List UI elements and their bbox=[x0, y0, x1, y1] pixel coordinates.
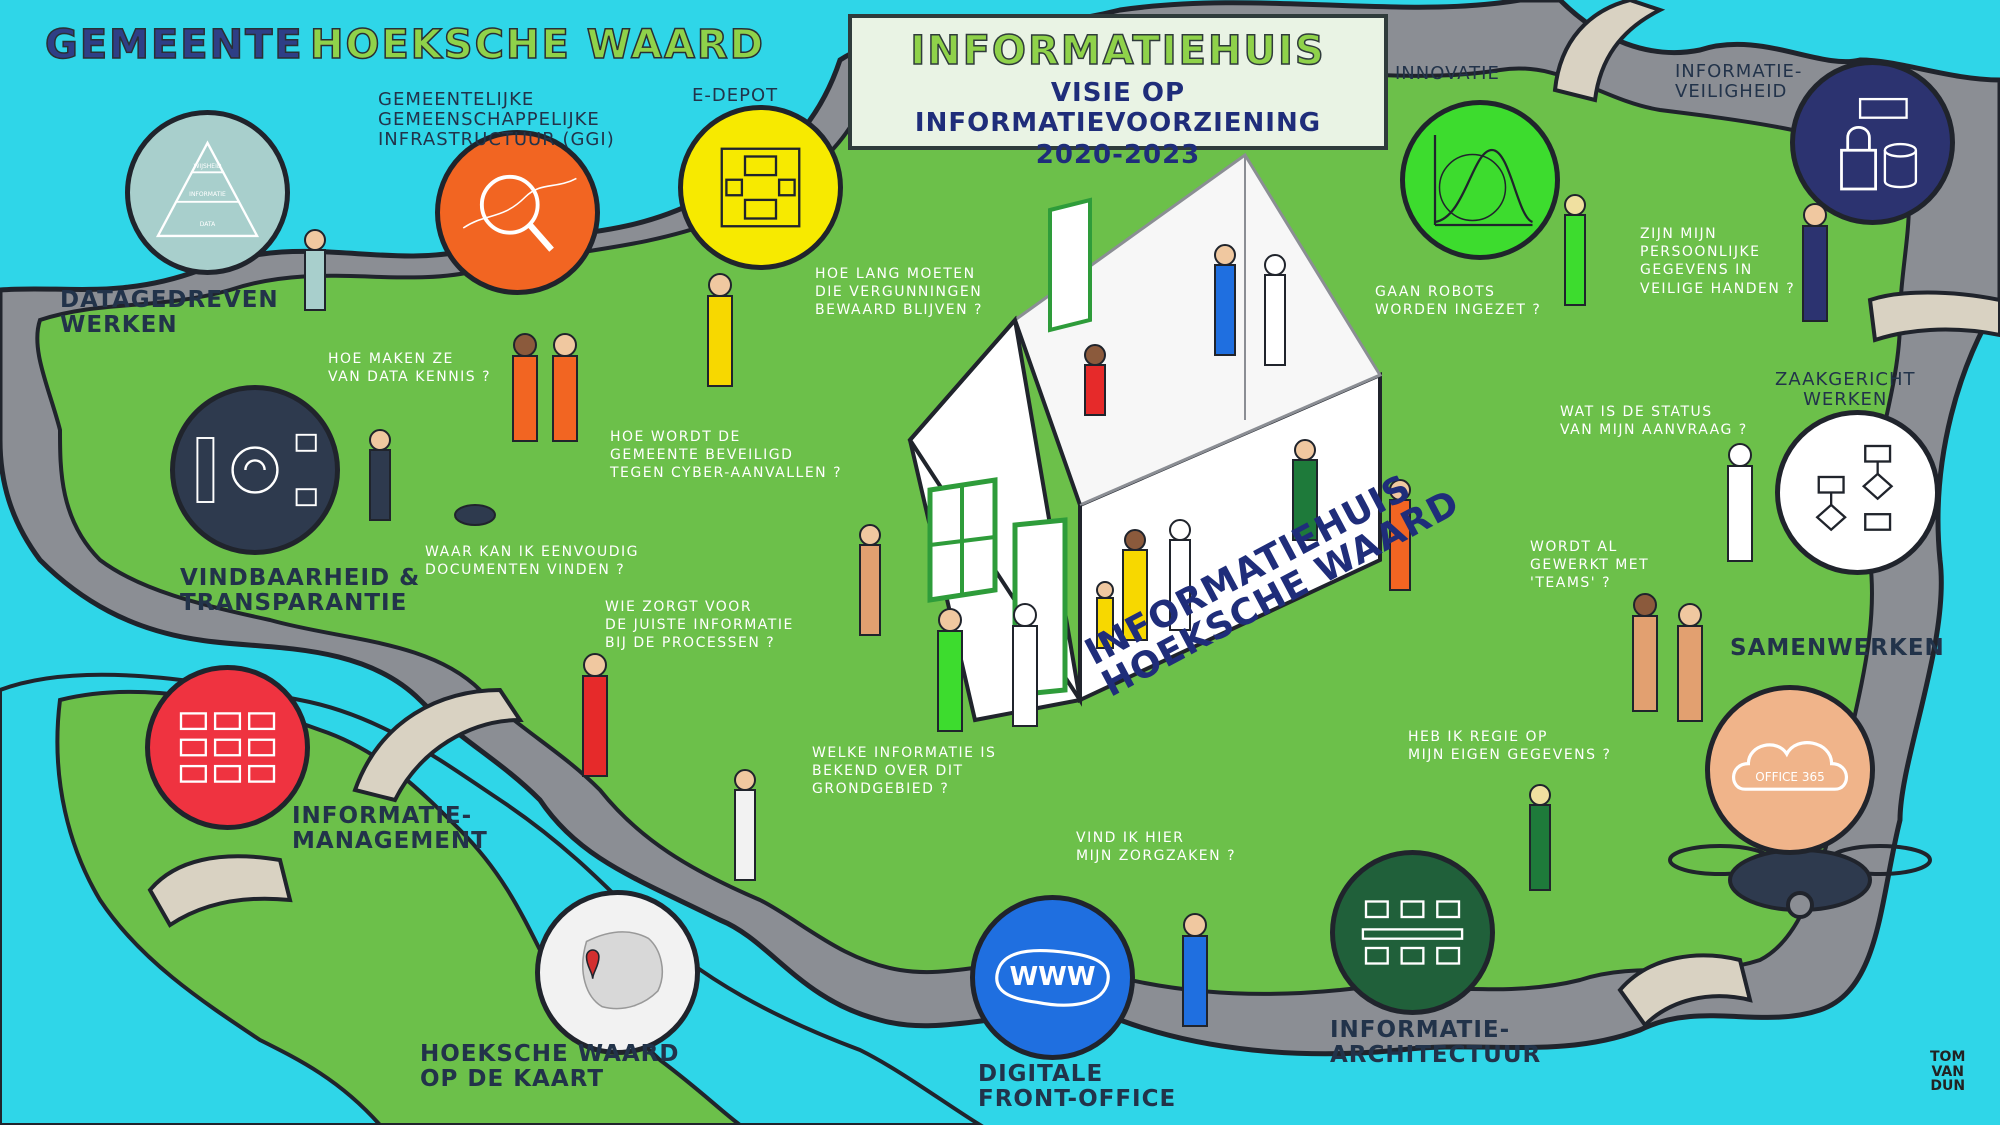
person-white-2 bbox=[1169, 519, 1191, 631]
person-green-innovatie bbox=[1564, 194, 1586, 306]
person-navy bbox=[1802, 203, 1828, 322]
question-data-kennis: HOE MAKEN ZE VAN DATA KENNIS ? bbox=[328, 351, 492, 386]
bridge-icon bbox=[147, 854, 293, 928]
topic-datagedreven: DATAGEDREVEN WERKEN bbox=[60, 287, 279, 339]
person-blue-waving bbox=[1182, 913, 1208, 1027]
person-blue bbox=[1214, 244, 1236, 356]
person-orange-pair-2 bbox=[552, 333, 578, 442]
question-processen: WIE ZORGT VOOR DE JUISTE INFORMATIE BIJ … bbox=[605, 599, 794, 652]
data-cycle-icon bbox=[196, 433, 317, 507]
process-diagram-icon bbox=[1815, 444, 1894, 532]
question-beveiligd: HOE WORDT DE GEMEENTE BEVEILIGD TEGEN CY… bbox=[610, 429, 843, 482]
person-green bbox=[937, 608, 963, 732]
person-yellow bbox=[1122, 529, 1148, 641]
question-regie: HEB IK REGIE OP MIJN EIGEN GEGEVENS ? bbox=[1408, 729, 1612, 764]
person-walker bbox=[304, 229, 326, 311]
magnifier-icon bbox=[462, 174, 577, 252]
title-informatiehuis: INFORMATIEHUIS bbox=[910, 27, 1326, 75]
header-gemeente: GEMEENTE bbox=[44, 21, 304, 69]
topic-edepot: E-DEPOT bbox=[692, 85, 779, 106]
topic-innovatie: INNOVATIE bbox=[1395, 63, 1500, 84]
drone-icon bbox=[1668, 844, 1932, 919]
innovatie-circle bbox=[1400, 100, 1560, 260]
pyramid-mid-label: INFORMATIE bbox=[189, 191, 226, 198]
person-tan-pair-2 bbox=[1677, 603, 1703, 722]
topic-architectuur: INFORMATIE- ARCHITECTUUR bbox=[1330, 1017, 1542, 1069]
topic-frontoffice: DIGITALE FRONT-OFFICE bbox=[978, 1061, 1177, 1113]
architecture-blocks-icon bbox=[1361, 900, 1464, 965]
people-figures bbox=[304, 194, 1828, 1027]
person-red-processes bbox=[582, 653, 608, 777]
bridge-icon bbox=[1617, 953, 1753, 1029]
topic-ggi: GEMEENTELIJKE GEMEENSCHAPPELIJKE INFRAST… bbox=[378, 89, 615, 150]
camera-lock-icon bbox=[1840, 97, 1918, 191]
bridge-icon bbox=[352, 687, 524, 803]
dog bbox=[454, 504, 496, 526]
topic-kaart: HOEKSCHE WAARD OP DE KAART bbox=[420, 1041, 680, 1093]
www-label: WWW bbox=[1009, 962, 1096, 992]
ggi-circle bbox=[435, 130, 600, 295]
question-vergunningen: HOE LANG MOETEN DIE VERGUNNINGEN BEWAARD… bbox=[815, 266, 983, 319]
office-circle: OFFICE 365 bbox=[1705, 685, 1875, 855]
person-green-phone bbox=[1292, 439, 1318, 541]
topic-vindbaarheid: VINDBAARHEID & TRANSPARANTIE bbox=[180, 565, 421, 617]
person-white bbox=[1264, 254, 1286, 366]
vindbaarheid-circle bbox=[170, 385, 340, 555]
www-circle: WWW bbox=[970, 895, 1135, 1060]
person-stroller bbox=[734, 769, 756, 881]
edepot-circle bbox=[678, 105, 843, 270]
person-tan bbox=[859, 524, 881, 636]
pyramid-icon bbox=[155, 140, 260, 238]
title-box: INFORMATIEHUIS VISIE OP INFORMATIEVOORZI… bbox=[848, 14, 1388, 170]
pyramid-top-label: WIJSHEID bbox=[193, 163, 222, 170]
header-hoeksche-waard: HOEKSCHE WAARD bbox=[309, 21, 765, 69]
question-teams: WORDT AL GEWERKT MET 'TEAMS' ? bbox=[1530, 539, 1650, 592]
person-green-bag bbox=[1529, 784, 1551, 891]
bridge-icon bbox=[1552, 0, 1666, 103]
europe-map-pin-icon bbox=[582, 931, 663, 1010]
infomanagement-circle bbox=[145, 665, 310, 830]
person-white-elder bbox=[1727, 443, 1753, 562]
topic-informatieveiligheid: INFORMATIE- VEILIGHEID bbox=[1675, 61, 1803, 102]
topic-samenwerken: SAMENWERKEN bbox=[1730, 635, 1945, 661]
topic-zaakgericht: ZAAKGERICHT WERKEN bbox=[1775, 369, 1916, 410]
question-documenten: WAAR KAN IK EENVOUDIG DOCUMENTEN VINDEN … bbox=[425, 544, 640, 579]
person-white-3 bbox=[1012, 603, 1038, 727]
cloud-icon bbox=[1732, 741, 1848, 791]
kaart-circle bbox=[535, 890, 700, 1055]
question-robots: GAAN ROBOTS WORDEN INGEZET ? bbox=[1375, 284, 1542, 319]
topic-informatiemanagement: INFORMATIE- MANAGEMENT bbox=[292, 803, 488, 855]
www-globe-icon bbox=[995, 949, 1110, 1007]
architectuur-circle bbox=[1330, 850, 1495, 1015]
person-red bbox=[1084, 344, 1106, 416]
question-grondgebied: WELKE INFORMATIE IS BEKEND OVER DIT GRON… bbox=[812, 745, 997, 798]
pyramid-circle: WIJSHEID INFORMATIE DATA bbox=[125, 110, 290, 275]
title-visie: VISIE OP INFORMATIEVOORZIENING bbox=[914, 78, 1322, 138]
person-dog-walker bbox=[369, 429, 391, 521]
flowchart-icon bbox=[720, 147, 801, 228]
person-yellow-child bbox=[1096, 581, 1114, 649]
bell-curve-icon bbox=[1433, 135, 1534, 227]
person-tan-pair-1 bbox=[1632, 593, 1658, 712]
bridge-icon bbox=[1867, 290, 2000, 343]
veiligheid-circle bbox=[1790, 60, 1955, 225]
question-zorgzaken: VIND IK HIER MIJN ZORGZAKEN ? bbox=[1076, 830, 1236, 865]
person-orange-drone bbox=[1389, 479, 1411, 591]
artist-signature: TOM VAN DUN bbox=[1930, 1049, 1966, 1095]
title-years: 2020-2023 bbox=[1035, 140, 1201, 170]
person-orange-pair-1 bbox=[512, 333, 538, 442]
office-label: OFFICE 365 bbox=[1755, 770, 1825, 784]
zaakgericht-circle bbox=[1775, 410, 1940, 575]
person-yellow-edepot bbox=[707, 273, 733, 387]
question-persoonlijk: ZIJN MIJN PERSOONLIJKE GEGEVENS IN VEILI… bbox=[1640, 226, 1796, 297]
pyramid-bottom-label: DATA bbox=[199, 221, 216, 228]
question-status: WAT IS DE STATUS VAN MIJN AANVRAAG ? bbox=[1560, 404, 1748, 439]
grid-blocks-icon bbox=[179, 712, 276, 783]
